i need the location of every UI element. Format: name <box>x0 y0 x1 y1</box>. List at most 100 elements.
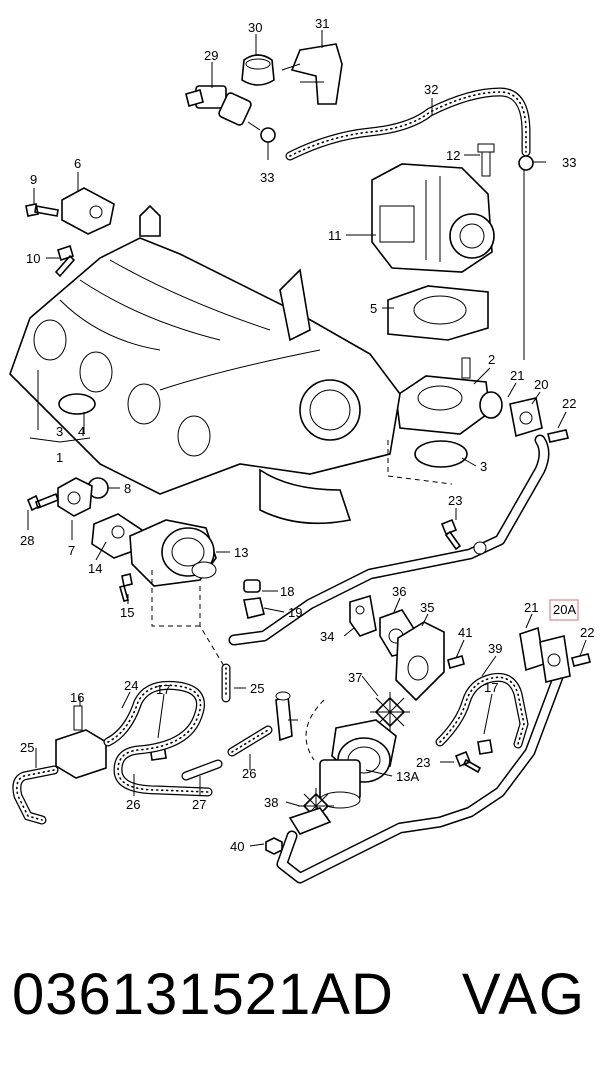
solenoid-valve-16 <box>55 705 107 779</box>
fitting-25-right <box>275 691 293 742</box>
callout-12: 12 <box>446 148 460 163</box>
callout-26-left: 26 <box>126 797 140 812</box>
bolt-15 <box>119 573 133 602</box>
bracket-31 <box>281 43 343 105</box>
callout-11: 11 <box>328 228 342 243</box>
callout-34: 34 <box>320 629 334 644</box>
callout-4: 4 <box>78 424 85 439</box>
callout-30: 30 <box>248 20 262 35</box>
callout-26-right: 26 <box>242 766 256 781</box>
part-number: 036131521AD <box>12 962 394 1027</box>
bolt-28 <box>26 492 59 512</box>
callout-23-lower: 23 <box>416 755 430 770</box>
sensor-7 <box>57 477 93 517</box>
flange-20-upper <box>509 397 543 438</box>
hose-32 <box>285 87 531 161</box>
callout-28: 28 <box>20 533 34 548</box>
callout-13A: 13A <box>396 769 419 784</box>
bolt-12 <box>477 143 495 177</box>
callout-23-upper: 23 <box>448 493 462 508</box>
egr-valve-13 <box>129 519 217 587</box>
hose-clamp-33-left <box>260 127 276 143</box>
callout-22-upper: 22 <box>562 396 576 411</box>
nut-40 <box>265 837 283 855</box>
callout-7: 7 <box>68 543 75 558</box>
hose-27 <box>181 759 223 781</box>
o-ring-3-left <box>58 393 96 415</box>
hose-25-left <box>12 765 59 825</box>
callout-20A-highlight <box>549 599 579 621</box>
callout-6: 6 <box>74 156 81 171</box>
callout-1: 1 <box>56 450 63 465</box>
callout-3-left: 3 <box>56 424 63 439</box>
callout-21-lower: 21 <box>524 600 538 615</box>
flange-20A <box>539 635 571 683</box>
bolt-10 <box>54 244 76 278</box>
callout-5: 5 <box>370 301 377 316</box>
callout-39: 39 <box>488 641 502 656</box>
callout-labels: 30 31 29 32 33 33 33 6 9 12 11 10 5 2 21… <box>20 16 594 854</box>
bracket-34 <box>349 594 377 637</box>
flange-35 <box>395 621 445 702</box>
hose-26 <box>227 725 273 757</box>
callout-31: 31 <box>315 16 329 31</box>
fitting-19 <box>243 597 265 619</box>
callout-27: 27 <box>192 797 206 812</box>
callout-13: 13 <box>234 545 248 560</box>
sleeve-18 <box>243 579 261 593</box>
callout-22-lower: 22 <box>580 625 594 640</box>
egr-pipe <box>228 434 550 646</box>
callout-33-right: 33 <box>562 155 576 170</box>
bolt-23-lower <box>454 750 482 774</box>
bolt-9 <box>25 203 59 217</box>
plug-17-right <box>477 739 493 755</box>
gasket-21-upper <box>479 391 503 419</box>
gasket-14 <box>91 513 143 559</box>
flange-2 <box>395 357 491 435</box>
callout-15: 15 <box>120 605 134 620</box>
callout-41: 41 <box>458 625 472 640</box>
bolt-41 <box>447 655 465 669</box>
egr-pipe-lower <box>276 666 566 884</box>
callout-20A: 20A <box>553 602 576 617</box>
callout-17-right: 17 <box>484 680 498 695</box>
callout-17-left: 17 <box>156 682 170 697</box>
callout-19: 19 <box>288 605 302 620</box>
callout-16: 16 <box>70 690 84 705</box>
callout-9: 9 <box>30 172 37 187</box>
bolt-23-upper <box>440 518 462 551</box>
hose-clamp-33-right <box>518 155 534 171</box>
callout-24: 24 <box>124 678 138 693</box>
egr-valve-13A <box>319 719 397 809</box>
bracket-6 <box>61 187 115 235</box>
callout-32: 32 <box>424 82 438 97</box>
vacuum-valve-29 <box>185 85 261 131</box>
clip-30 <box>241 54 275 86</box>
callout-33-left: 33 <box>260 170 274 185</box>
callout-21-upper: 21 <box>510 368 524 383</box>
throttle-body-11 <box>371 163 495 273</box>
callout-36: 36 <box>392 584 406 599</box>
footer: 036131521AD VAG <box>0 950 600 1060</box>
hose-24 <box>103 680 213 797</box>
callout-8: 8 <box>124 481 131 496</box>
callout-38: 38 <box>264 795 278 810</box>
callout-10: 10 <box>26 251 40 266</box>
bolt-22-upper <box>547 429 569 443</box>
callout-37: 37 <box>348 670 362 685</box>
callout-18: 18 <box>280 584 294 599</box>
exploded-parts-diagram: 30 31 29 32 33 33 33 6 9 12 11 10 5 2 21… <box>9 16 594 884</box>
callout-2: 2 <box>488 352 495 367</box>
callout-40: 40 <box>230 839 244 854</box>
callout-20-upper: 20 <box>534 377 548 392</box>
callout-35: 35 <box>420 600 434 615</box>
callout-25-left: 25 <box>20 740 34 755</box>
callout-14: 14 <box>88 561 102 576</box>
callout-29: 29 <box>204 48 218 63</box>
intake-manifold <box>9 204 401 525</box>
hose-39 <box>435 672 529 749</box>
callout-25-right: 25 <box>250 681 264 696</box>
gasket-37 <box>370 692 410 732</box>
brand-label: VAG <box>461 962 586 1027</box>
o-ring-3-right <box>414 440 468 468</box>
